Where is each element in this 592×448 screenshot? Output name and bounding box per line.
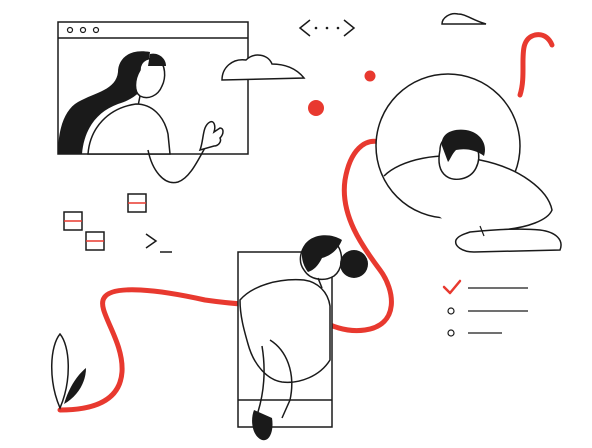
checklist: [442, 279, 528, 337]
list-bullet-icon: [447, 329, 455, 337]
mini-window-icon: [63, 211, 83, 231]
red-connector-tail: [517, 32, 555, 98]
woman-in-phone-figure: [239, 235, 368, 441]
cloud-icon: [221, 54, 306, 81]
circle-portal-man-figure: [375, 73, 562, 253]
mini-window-icon: [85, 231, 105, 251]
list-bullet-icon: [447, 307, 455, 315]
checkmark-icon: [442, 279, 462, 295]
woman-in-window-figure: [58, 51, 224, 184]
red-dot-large: [308, 100, 324, 116]
cloud-icon: [441, 12, 487, 25]
red-dot-medium: [364, 70, 376, 82]
red-connector-line: [57, 138, 394, 413]
terminal-prompt-icon: [145, 233, 172, 253]
code-tag-icon: [298, 19, 356, 37]
leaf-plant-icon: [51, 332, 86, 410]
mini-window-icon: [127, 193, 147, 213]
